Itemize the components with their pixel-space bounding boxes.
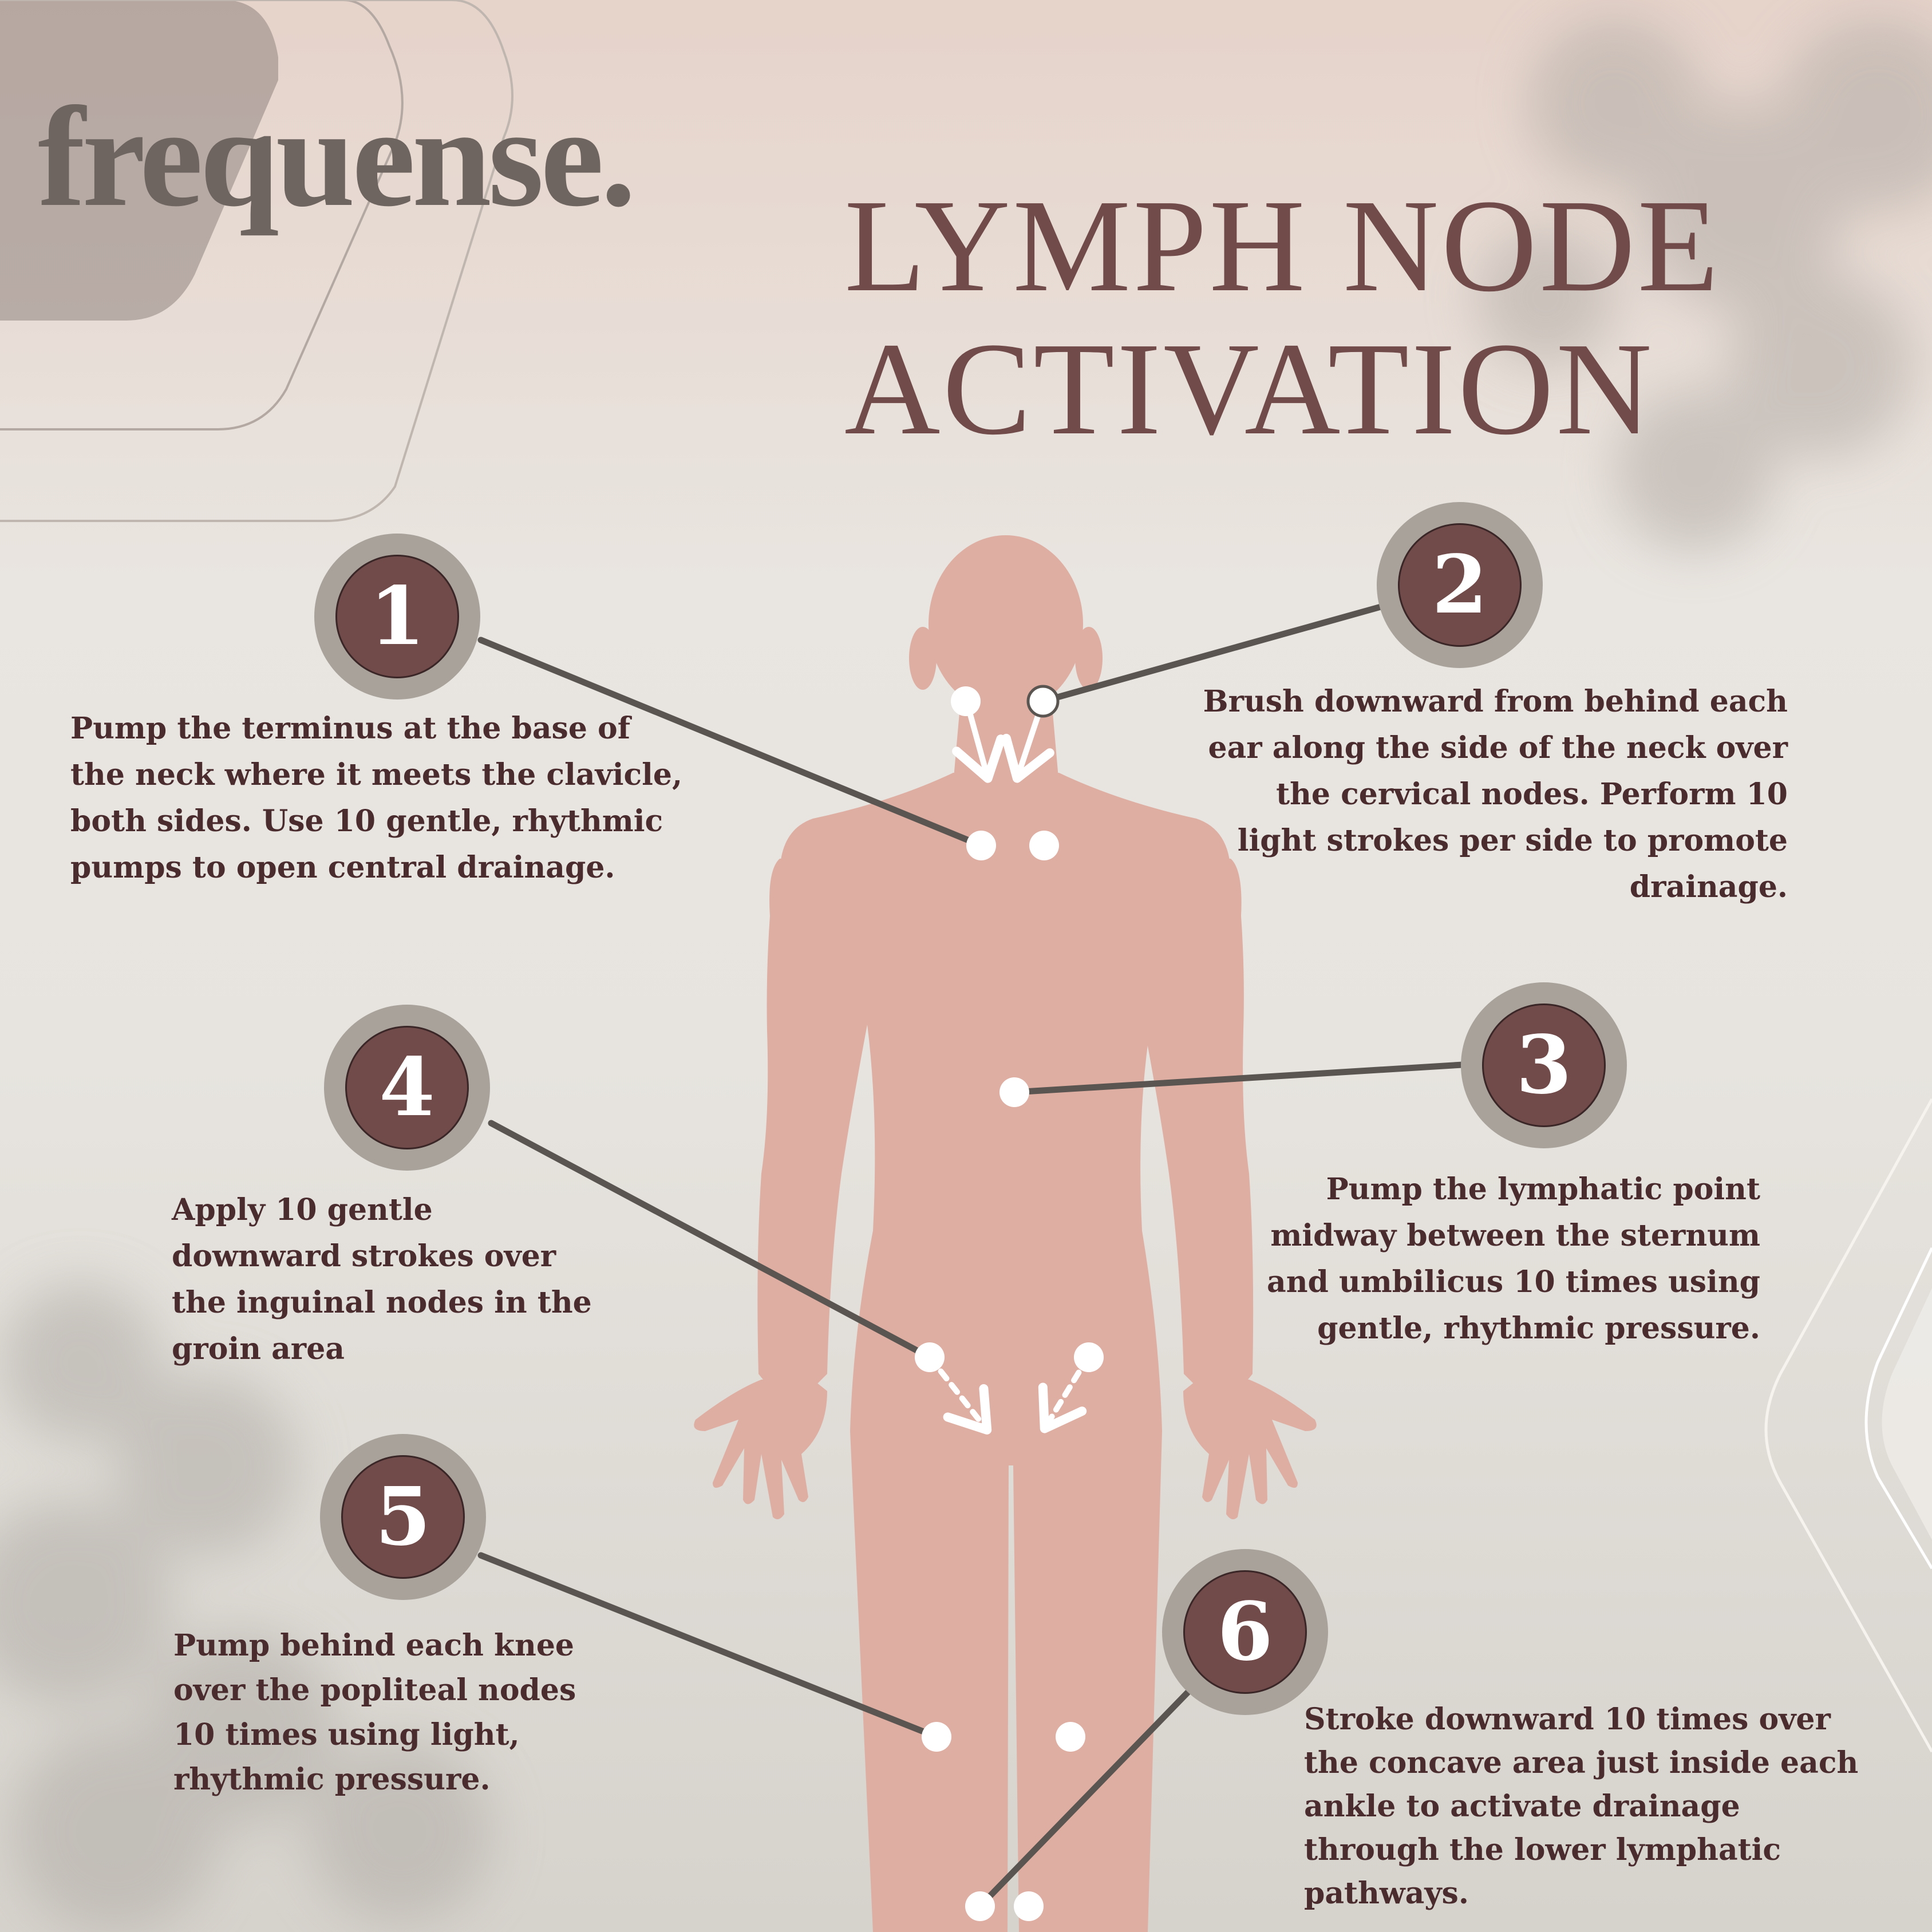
connector-1: [477, 637, 985, 849]
step-badge-2: 2: [1377, 502, 1543, 668]
step-number-6: 6: [1183, 1570, 1307, 1694]
step-badge-6: 6: [1162, 1549, 1328, 1715]
connector-3: [1011, 1061, 1466, 1096]
step-number-4: 4: [345, 1026, 469, 1149]
title-line-2: ACTIVATION: [844, 315, 1654, 463]
page-title: LYMPH NODE ACTIVATION: [844, 172, 1721, 463]
step-4-text: Apply 10 gentle downward strokes over th…: [172, 1192, 592, 1366]
brand-logo: frequense.: [38, 78, 636, 236]
step-6-text: Stroke downward 10 times over the concav…: [1304, 1702, 1859, 1911]
step-3-text: Pump the lymphatic point midway between …: [1267, 1172, 1760, 1346]
step-5-text: Pump behind each knee over the popliteal…: [173, 1628, 576, 1797]
hexagon-decoration-top-left: [0, 0, 513, 522]
connector-lines: [477, 603, 1466, 1910]
connector-6: [977, 1684, 1196, 1910]
step-number-2: 2: [1398, 523, 1522, 647]
node-points: [915, 685, 1104, 1921]
connector-2: [1040, 603, 1384, 705]
blurred-cluster-top-right: [1477, 17, 1932, 550]
title-line-1: LYMPH NODE: [844, 172, 1721, 319]
step-number-5: 5: [341, 1455, 465, 1579]
step-badge-5: 5: [320, 1434, 486, 1600]
step-number-3: 3: [1482, 1003, 1606, 1127]
connector-4: [488, 1120, 933, 1361]
step-number-1: 1: [335, 555, 459, 678]
groin-arrows: [927, 1355, 1091, 1435]
step-badge-1: 1: [314, 534, 480, 700]
connector-5: [477, 1552, 940, 1740]
step-badge-3: 3: [1461, 982, 1627, 1148]
blurred-cluster-bottom-left: [0, 1282, 492, 1932]
hexagon-decoration-right: [1764, 1098, 1932, 1753]
step-badge-4: 4: [324, 1005, 490, 1171]
step-1-text: Pump the terminus at the base of the nec…: [70, 711, 683, 885]
step-2-text: Brush downward from behind each ear alon…: [1203, 684, 1788, 904]
